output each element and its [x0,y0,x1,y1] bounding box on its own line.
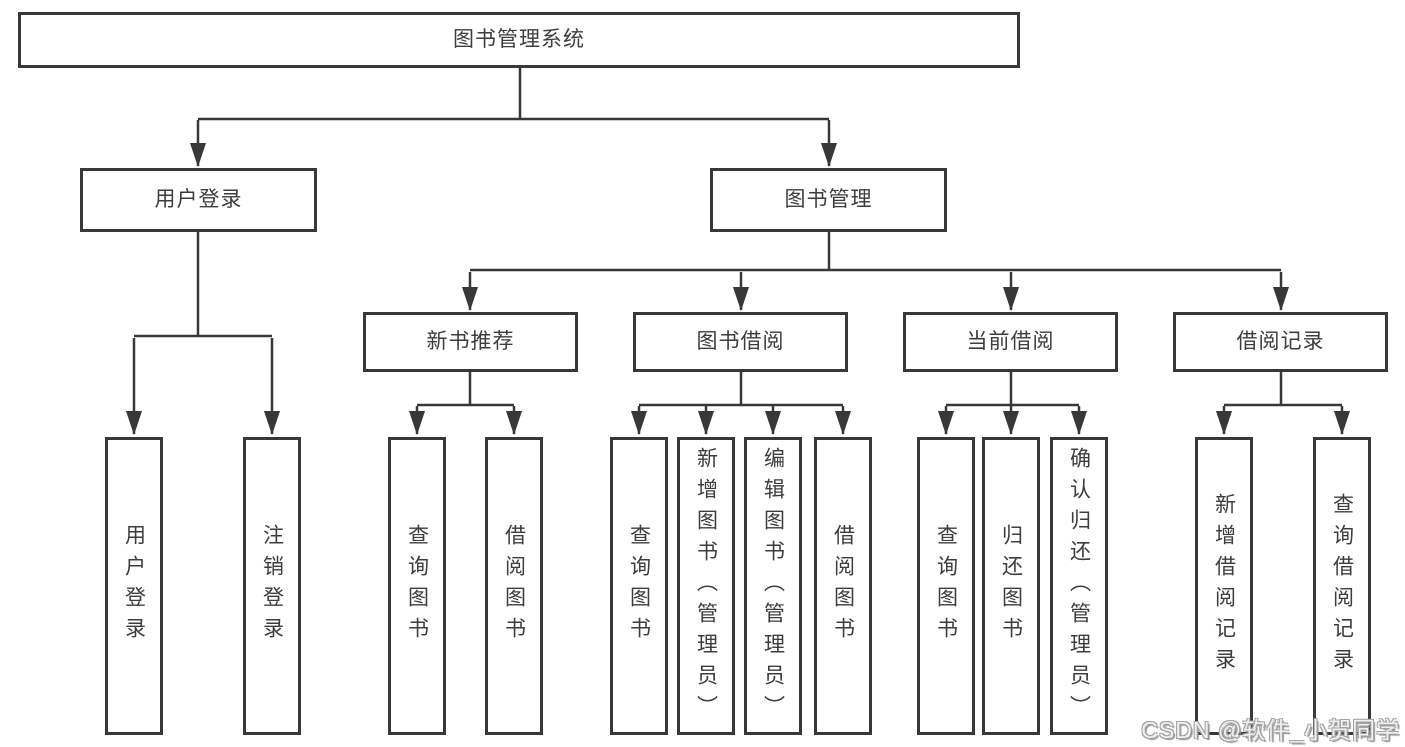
node-new-book-recommendation: 新书推荐 [363,312,578,372]
node-leaf-query-books: 查询图书 [388,437,446,735]
node-leaf-query-books: 查询图书 [610,437,668,735]
node-leaf-borrow-books: 借阅图书 [814,437,872,735]
node-leaf-edit-books-admin: 编辑图书（管理员） [744,437,802,735]
node-leaf-user-login: 用户登录 [105,437,163,735]
node-leaf-return-books: 归还图书 [982,437,1040,735]
node-leaf-borrow-books: 借阅图书 [485,437,543,735]
node-branch-book-management: 图书管理 [710,168,947,232]
watermark: CSDN @软件_小贺同学 [1141,717,1400,743]
node-leaf-query-books: 查询图书 [917,437,975,735]
node-leaf-query-borrow-record: 查询借阅记录 [1313,437,1371,735]
node-leaf-confirm-return-admin: 确认归还（管理员） [1050,437,1108,735]
node-leaf-add-books-admin: 新增图书（管理员） [677,437,735,735]
node-borrowing-records: 借阅记录 [1173,312,1388,372]
node-book-borrowing: 图书借阅 [633,312,848,372]
node-leaf-add-borrow-record: 新增借阅记录 [1195,437,1253,735]
node-book-management-system: 图书管理系统 [18,12,1020,68]
node-leaf-logout: 注销登录 [243,437,301,735]
node-current-borrowing: 当前借阅 [903,312,1118,372]
node-branch-user-login: 用户登录 [80,168,317,232]
